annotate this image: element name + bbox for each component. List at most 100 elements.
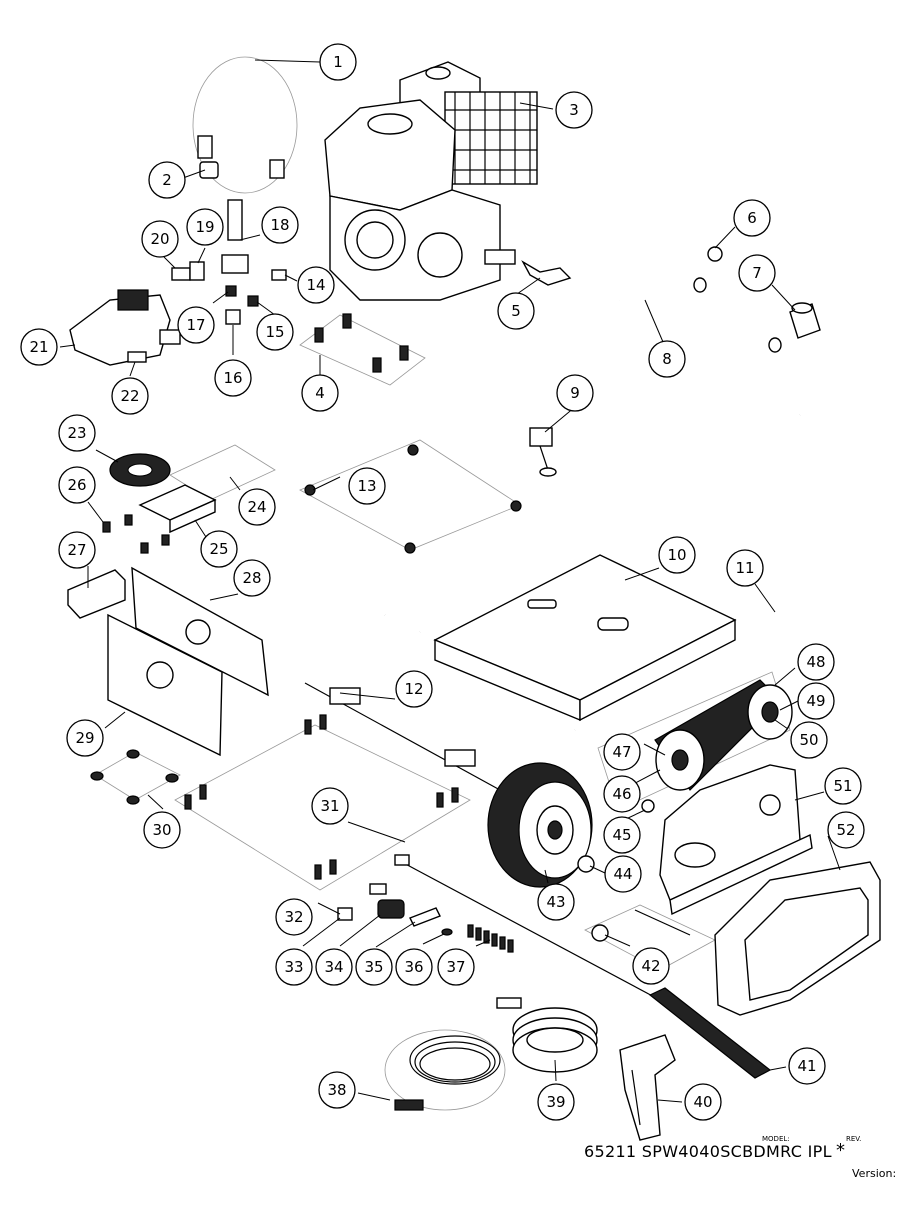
callout-label-37: 37	[446, 958, 465, 976]
callout-6: 6	[733, 199, 771, 237]
callout-label-50: 50	[799, 731, 818, 749]
callout-17: 17	[177, 306, 215, 344]
callout-label-12: 12	[404, 680, 423, 698]
belt-guard-part	[659, 764, 813, 916]
callout-label-17: 17	[186, 316, 205, 334]
callout-49: 49	[797, 682, 835, 720]
callout-label-6: 6	[747, 209, 757, 227]
callout-label-21: 21	[29, 338, 48, 356]
callout-8: 8	[648, 340, 686, 378]
callout-label-47: 47	[612, 743, 631, 761]
hose-loop-part	[192, 56, 298, 194]
callout-label-10: 10	[667, 546, 686, 564]
throttle-bracket-part	[521, 260, 572, 286]
callout-label-18: 18	[270, 216, 289, 234]
rev-caption: REV.	[846, 1135, 862, 1143]
callout-43: 43	[537, 883, 575, 921]
nozzle-set-part	[337, 883, 514, 953]
callout-label-14: 14	[306, 276, 325, 294]
deck-plate-part	[433, 554, 737, 722]
mount-bracket-part	[67, 569, 126, 619]
mounting-plate-part	[131, 566, 269, 697]
callout-label-46: 46	[612, 785, 631, 803]
callout-25: 25	[200, 530, 238, 568]
callout-label-29: 29	[75, 729, 94, 747]
callout-31: 31	[311, 787, 349, 825]
handle-grip-part	[789, 302, 821, 339]
callout-4: 4	[301, 374, 339, 412]
engine-part	[324, 61, 538, 301]
callout-label-52: 52	[836, 821, 855, 839]
callout-label-33: 33	[284, 958, 303, 976]
callout-9: 9	[556, 374, 594, 412]
splash-plate-part	[107, 613, 223, 757]
callout-41: 41	[788, 1047, 826, 1085]
leader-lines	[59, 59, 841, 1103]
callout-label-22: 22	[120, 387, 139, 405]
hose-coil-part	[496, 997, 598, 1073]
feet-set-30	[90, 749, 181, 805]
callout-28: 28	[233, 559, 271, 597]
callout-47: 47	[603, 733, 641, 771]
callout-5: 5	[497, 292, 535, 330]
callout-2: 2	[148, 161, 186, 199]
callout-label-27: 27	[67, 541, 86, 559]
callout-19: 19	[186, 208, 224, 246]
callout-24: 24	[238, 488, 276, 526]
callout-label-16: 16	[223, 369, 242, 387]
callout-label-8: 8	[662, 350, 672, 368]
callout-44: 44	[604, 855, 642, 893]
callout-label-9: 9	[570, 384, 580, 402]
model-caption: MODEL:	[762, 1135, 790, 1143]
callout-34: 34	[315, 948, 353, 986]
cap-part	[707, 246, 723, 262]
callout-label-36: 36	[404, 958, 423, 976]
unloader-valve-part	[529, 427, 557, 477]
callout-39: 39	[537, 1083, 575, 1121]
callout-42: 42	[632, 947, 670, 985]
callout-35: 35	[355, 948, 393, 986]
callout-label-15: 15	[265, 323, 284, 341]
callout-3: 3	[555, 91, 593, 129]
callout-label-48: 48	[806, 653, 825, 671]
callout-label-41: 41	[797, 1057, 816, 1075]
version-label: Version:	[852, 1167, 897, 1180]
callout-label-1: 1	[333, 53, 343, 71]
callout-13: 13	[348, 467, 386, 505]
callout-50: 50	[790, 721, 828, 759]
spray-gun-part	[619, 1034, 676, 1141]
callout-label-51: 51	[833, 777, 852, 795]
callout-label-11: 11	[735, 559, 754, 577]
callout-7: 7	[738, 254, 776, 292]
callout-label-31: 31	[320, 797, 339, 815]
callout-36: 36	[395, 948, 433, 986]
callout-45: 45	[603, 816, 641, 854]
callout-27: 27	[58, 531, 96, 569]
callout-label-13: 13	[357, 477, 376, 495]
callout-label-28: 28	[242, 569, 261, 587]
callout-1: 1	[319, 43, 357, 81]
callout-37: 37	[437, 948, 475, 986]
callout-16: 16	[214, 359, 252, 397]
hub-cap-part	[577, 855, 595, 873]
callout-label-34: 34	[324, 958, 343, 976]
callout-label-40: 40	[693, 1093, 712, 1111]
callout-21: 21	[20, 328, 58, 366]
bolt-set-31	[174, 714, 471, 891]
callout-label-25: 25	[209, 540, 228, 558]
seal-ring-part	[109, 453, 171, 487]
axle-part	[304, 682, 501, 791]
callout-label-20: 20	[150, 230, 169, 248]
callout-18: 18	[261, 206, 299, 244]
callout-label-42: 42	[641, 957, 660, 975]
callout-label-49: 49	[806, 692, 825, 710]
callout-30: 30	[143, 811, 181, 849]
callout-label-23: 23	[67, 424, 86, 442]
callout-label-38: 38	[327, 1081, 346, 1099]
fitting-part	[199, 161, 219, 179]
revision-value: *	[836, 1140, 845, 1161]
callout-label-5: 5	[511, 302, 521, 320]
callout-label-2: 2	[162, 171, 172, 189]
callout-label-44: 44	[613, 865, 632, 883]
